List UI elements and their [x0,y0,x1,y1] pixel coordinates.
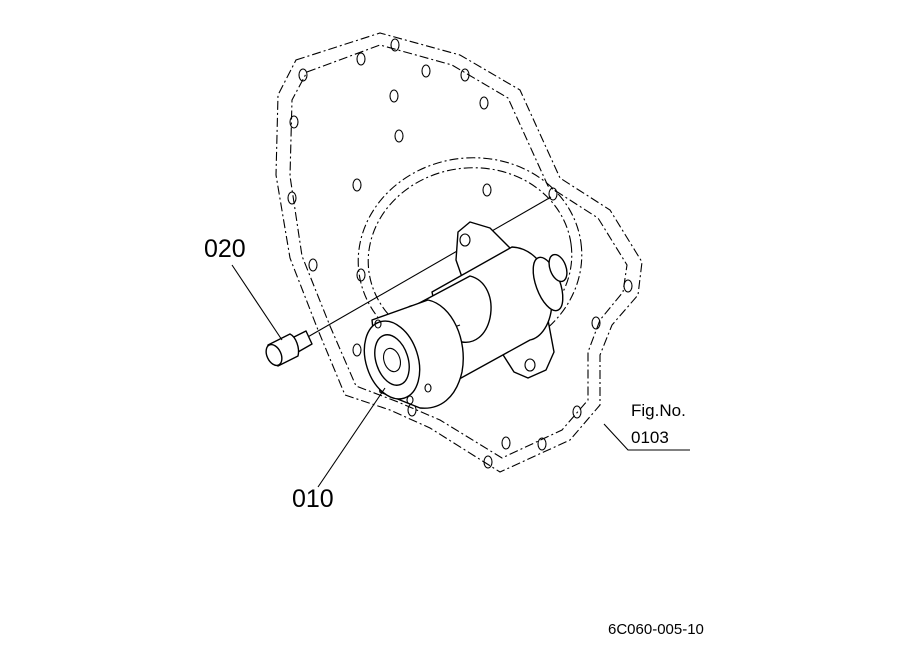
bolt-holes [287,38,633,469]
part-callout-020: 020 [204,235,246,263]
leader-020 [231,264,283,341]
starter-motor [363,221,568,409]
figure-ref-label: Fig.No. [631,401,686,420]
drawing-code: 6C060-005-10 [608,621,704,638]
housing-outer-outline [275,32,643,473]
figure-ref-number: 0103 [631,428,669,447]
screw-alignment-line [305,196,552,339]
hex-screw [265,330,313,367]
pinion-shaft [548,253,568,283]
leader-010 [317,387,386,488]
leader-fig-ref [603,423,690,451]
housing-inner-outline [289,44,628,459]
flywheel-opening-inner [367,167,573,349]
part-callout-010: 010 [292,485,334,513]
